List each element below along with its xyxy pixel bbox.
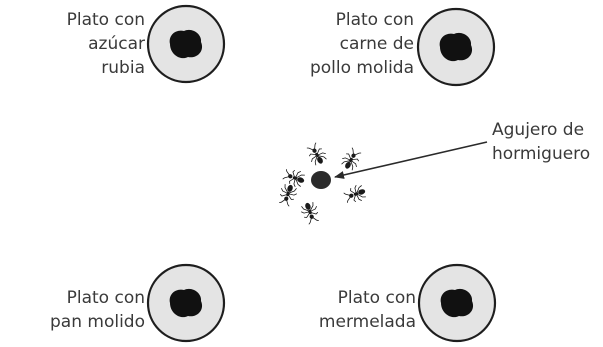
label-anthill-hole: Agujero de hormiguero xyxy=(492,120,591,164)
food-pile-pan xyxy=(169,288,203,318)
label-plate-azucar-rubia: Plato con azúcar rubia xyxy=(66,10,145,78)
ant-icon xyxy=(342,182,369,206)
ant-icon xyxy=(276,181,300,208)
food-pile-carne xyxy=(439,32,473,62)
ant-icon xyxy=(281,166,308,190)
food-pile-azucar xyxy=(169,29,203,59)
plate-pan-molido xyxy=(146,263,226,343)
anthill-hole xyxy=(311,171,331,189)
ant-icon xyxy=(304,141,330,168)
plate-carne-pollo xyxy=(416,7,496,87)
label-plate-pan-molido: Plato con pan molido xyxy=(50,288,145,332)
anthill-arrow xyxy=(334,141,488,179)
label-plate-carne-pollo: Plato con carne de pollo molida xyxy=(309,10,414,78)
ant-icon xyxy=(298,199,322,226)
ant-icon xyxy=(338,146,364,173)
plate-mermelada xyxy=(417,263,497,343)
plate-azucar-rubia xyxy=(146,4,226,84)
food-pile-mermelada xyxy=(440,288,474,318)
label-plate-mermelada: Plato con mermelada xyxy=(318,288,416,332)
